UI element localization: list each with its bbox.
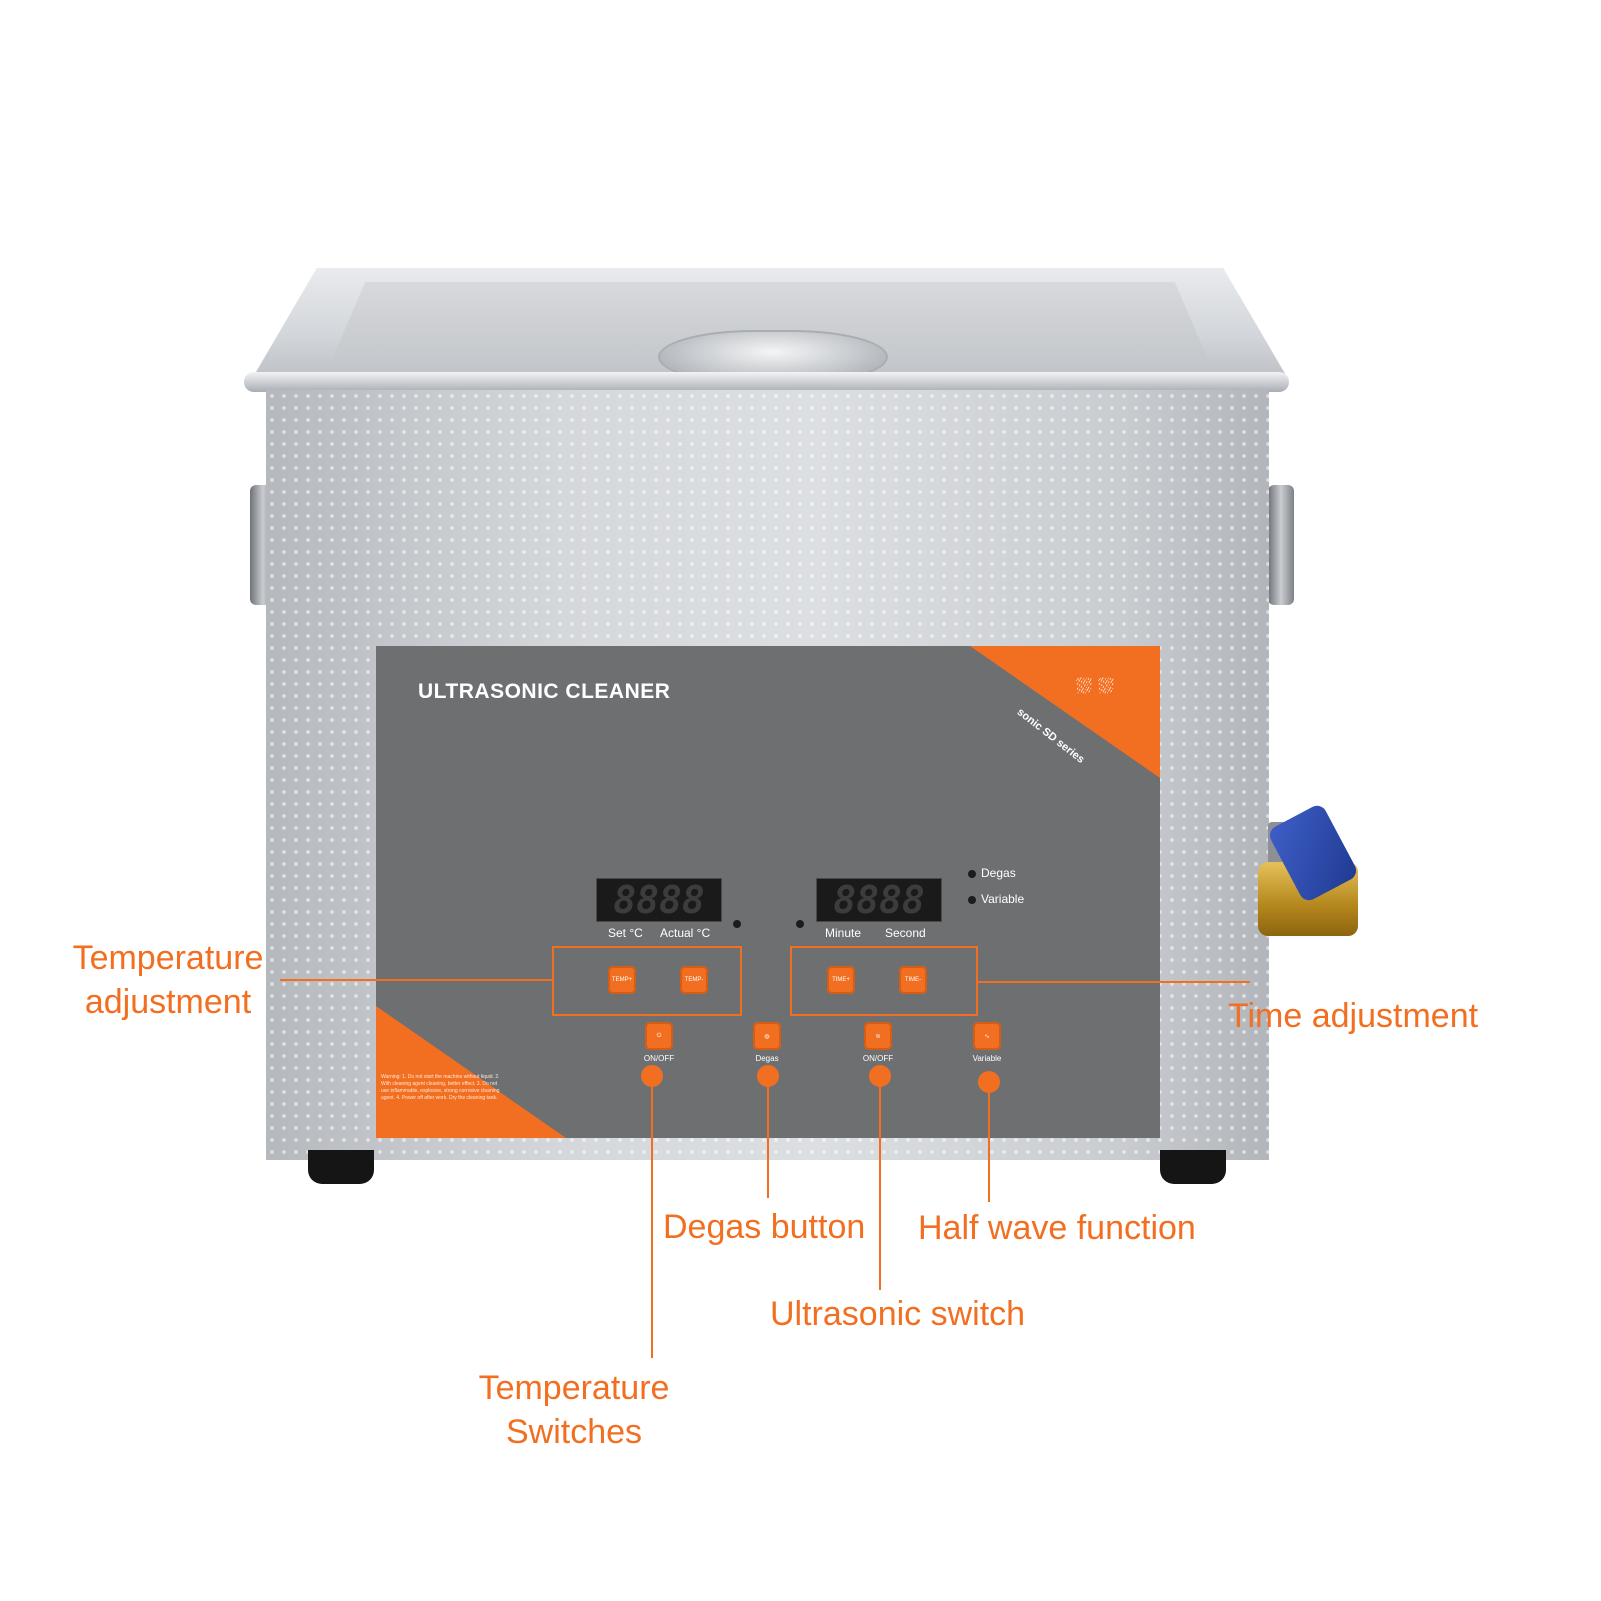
handle-right — [1268, 485, 1294, 605]
time-second-label: Second — [885, 926, 926, 940]
leader-half-wave — [988, 1082, 990, 1202]
callout-half-wave-function: Half wave function — [918, 1209, 1196, 1247]
degas-icon: ◍ — [764, 1033, 770, 1040]
callout-temperature-switches: Temperature Switches — [474, 1366, 674, 1454]
lid-rim — [244, 372, 1289, 392]
variable-indicator: Variable — [968, 892, 1024, 906]
control-panel: ULTRASONIC CLEANER sonic SD series ⛆⛆ Wa… — [376, 646, 1160, 1138]
degas-button-label: Degas — [755, 1054, 779, 1063]
wash-icons: ⛆⛆ — [1076, 676, 1120, 698]
temp-actual-label: Actual °C — [660, 926, 711, 940]
leader-temperature-adjustment — [280, 979, 553, 981]
callout-ultrasonic-switch: Ultrasonic switch — [770, 1295, 1026, 1333]
power-icon: ⏻ — [656, 1032, 662, 1039]
variable-led — [968, 895, 976, 904]
time-up-button[interactable]: TIME+ — [827, 966, 855, 994]
wave-icon: ≋ — [875, 1033, 881, 1040]
time-dot — [796, 920, 804, 928]
callout-temperature-switches-line1: Temperature — [478, 1369, 670, 1407]
variable-button-label: Variable — [972, 1054, 1002, 1063]
ultrasonic-onoff-button[interactable]: ≋ — [864, 1022, 892, 1050]
warning-text: Warning: 1. Do not start the machine wit… — [381, 1074, 500, 1101]
temp-down-button[interactable]: TEMP- — [680, 966, 708, 994]
temperature-button-group — [552, 946, 742, 1016]
panel-corner-top-right — [970, 646, 1160, 778]
leader-temperature-switches — [651, 1076, 653, 1358]
degas-button[interactable]: ◍ — [753, 1022, 781, 1050]
heat-onoff-label: ON/OFF — [643, 1054, 675, 1063]
time-down-button[interactable]: TIME- — [899, 966, 927, 994]
time-minute-label: Minute — [825, 926, 862, 940]
callout-temperature-adjustment-line1: Temperature — [72, 939, 264, 977]
panel-title: ULTRASONIC CLEANER — [418, 680, 671, 703]
time-display: 8888 — [816, 878, 942, 922]
temp-set-label: Set °C — [608, 926, 643, 940]
time-digits: 8888 — [833, 878, 925, 922]
variable-button[interactable]: ∿ — [973, 1022, 1001, 1050]
callout-temperature-adjustment: Temperature adjustment — [68, 936, 268, 1024]
degas-indicator-label: Degas — [981, 866, 1016, 880]
temperature-display: 8888 — [596, 878, 722, 922]
leader-degas — [767, 1076, 769, 1198]
leader-time-adjustment — [976, 981, 1250, 983]
variable-indicator-label: Variable — [981, 892, 1025, 906]
foot-left — [308, 1150, 374, 1184]
temp-up-button[interactable]: TEMP+ — [608, 966, 636, 994]
callout-degas-button: Degas button — [663, 1208, 866, 1246]
time-button-group — [790, 946, 978, 1016]
temperature-digits: 8888 — [613, 878, 705, 922]
foot-right — [1160, 1150, 1226, 1184]
panel-corner-bottom-left — [376, 1006, 566, 1138]
degas-led — [968, 869, 976, 878]
callout-time-adjustment: Time adjustment — [1228, 997, 1479, 1035]
ultrasonic-onoff-label: ON/OFF — [862, 1054, 894, 1063]
heat-onoff-button[interactable]: ⏻ — [645, 1022, 673, 1050]
callout-temperature-switches-line2: Switches — [505, 1413, 643, 1451]
temp-dot — [733, 920, 741, 928]
leader-ultrasonic — [879, 1076, 881, 1290]
half-wave-icon: ∿ — [984, 1033, 990, 1040]
callout-temperature-adjustment-line2: adjustment — [84, 983, 252, 1021]
degas-indicator: Degas — [968, 866, 1016, 880]
